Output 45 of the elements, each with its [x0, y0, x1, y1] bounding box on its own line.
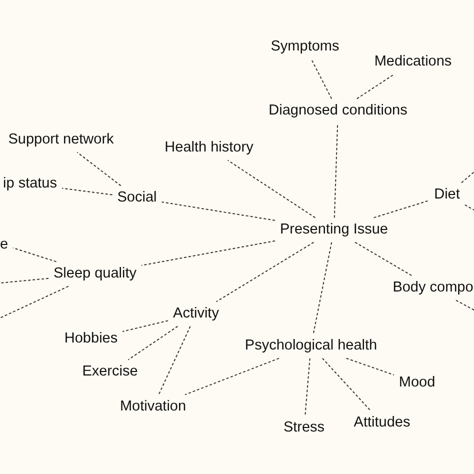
topic-label: Sleep quality	[52, 266, 138, 282]
dashed-connector	[122, 320, 168, 332]
topic-label: Body compo	[392, 280, 474, 296]
topic-label: Motivation	[118, 398, 188, 416]
topic-label: Presenting Issue	[279, 222, 389, 238]
dashed-connector	[227, 160, 316, 218]
dashed-connector	[461, 172, 474, 184]
topic-label: Attitudes	[352, 414, 412, 432]
topic-label: Mood	[398, 374, 436, 392]
dashed-connector	[354, 242, 412, 276]
topic-label: Medications	[373, 54, 453, 70]
dashed-connector	[12, 247, 57, 262]
topic-label: Stress	[282, 420, 326, 436]
dashed-connector	[0, 278, 49, 284]
topic-label: Health history	[164, 140, 254, 156]
topic-label: Diagnosed conditions	[268, 102, 408, 120]
topic-label: Support network	[7, 132, 115, 148]
topic-label: Psychological health	[244, 338, 378, 354]
dashed-connector	[216, 242, 314, 302]
topic-label: Hobbies	[63, 330, 119, 348]
dashed-connector	[373, 200, 430, 218]
topic-label: Activity	[172, 306, 220, 322]
dashed-connector	[322, 358, 372, 412]
topic-label: Exercise	[81, 364, 139, 380]
dashed-connector	[161, 202, 276, 221]
dashed-connector	[62, 188, 113, 196]
dashed-connector	[304, 358, 310, 416]
dashed-connector	[310, 58, 332, 100]
topic-label: Symptoms	[270, 38, 340, 56]
topic-label: e	[0, 236, 10, 254]
dashed-connector	[356, 74, 395, 100]
topic-label: Social	[116, 190, 158, 206]
dashed-connector	[312, 242, 332, 334]
dashed-connector	[76, 152, 122, 186]
dashed-connector	[128, 326, 178, 360]
dashed-connector	[464, 204, 474, 210]
dashed-connector	[346, 358, 394, 376]
dashed-connector	[0, 286, 69, 318]
dashed-connector	[184, 358, 280, 396]
dashed-connector	[141, 240, 276, 266]
dashed-connector	[334, 122, 338, 218]
dashed-connector	[456, 300, 474, 310]
topic-label: Diet	[433, 186, 461, 204]
topic-label: ip status	[2, 176, 58, 192]
dashed-connector	[158, 326, 191, 396]
